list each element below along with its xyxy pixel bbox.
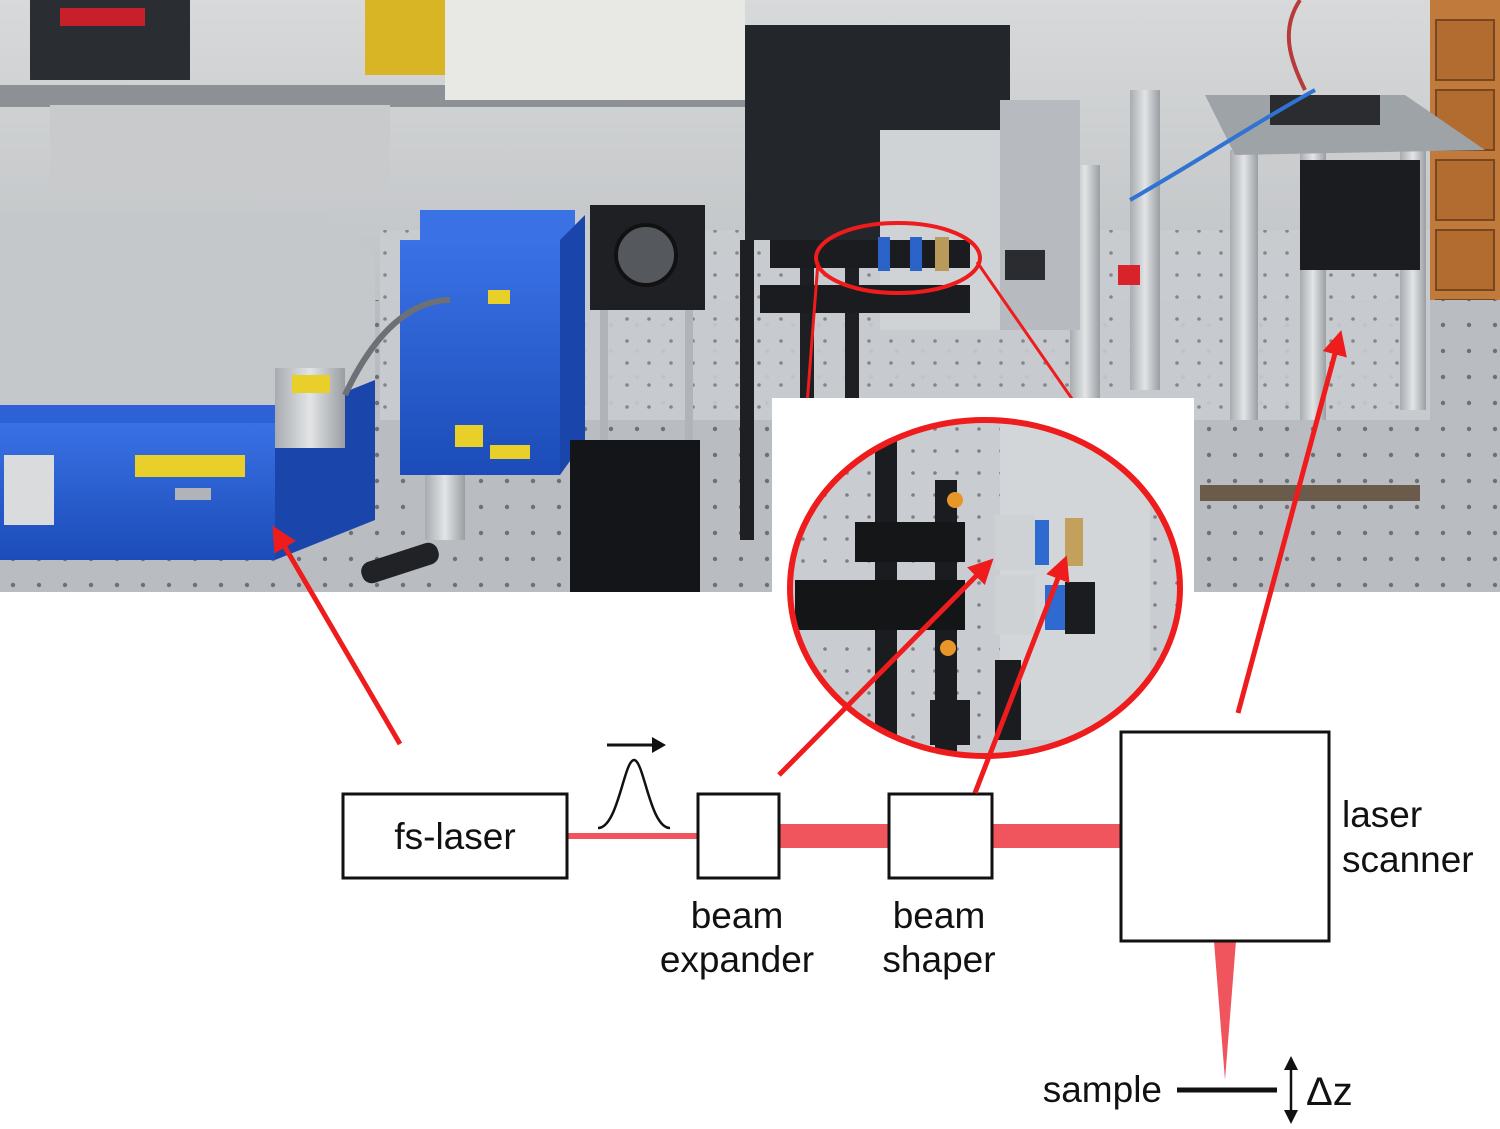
fibre-cable — [342, 297, 451, 397]
yellow-unit — [365, 0, 445, 75]
inset-border — [787, 417, 1183, 759]
vent-grille — [4, 455, 54, 525]
compressor-label-c — [490, 445, 530, 459]
lens-blue-1 — [878, 237, 890, 271]
post-1 — [740, 240, 754, 540]
red-label — [60, 8, 145, 26]
pulse-icon — [597, 737, 671, 830]
inset-mount-upper — [995, 515, 1035, 570]
white-instrument — [445, 0, 745, 100]
arrow-to-beam-expander — [777, 558, 994, 777]
sample-label: sample — [1043, 1069, 1162, 1110]
laser-scanner-label-line1: laser — [1342, 794, 1422, 835]
red-valve — [1118, 265, 1140, 285]
beam-shaper-label-line1: beam — [893, 895, 986, 936]
arrow-to-fs-laser — [272, 525, 403, 746]
laser-scanner-box — [1119, 730, 1331, 943]
dz-arrow-head-up — [1284, 1056, 1298, 1070]
warning-label-2 — [175, 488, 211, 500]
inset-lens-brass — [1065, 518, 1083, 566]
mirror-mount — [1005, 250, 1045, 280]
compressor-label-b — [455, 425, 483, 447]
laser-scanner-label-line2: scanner — [1342, 839, 1474, 880]
rail-2 — [685, 240, 693, 560]
inset-mount-lower — [995, 575, 1035, 635]
pulse-direction-arrow-head — [652, 737, 666, 753]
rail-1 — [600, 240, 608, 560]
lens-brass — [935, 237, 949, 271]
dz-arrow-icon — [1284, 1056, 1298, 1124]
beam-shaper-label-line2: shaper — [882, 939, 995, 980]
compressor-post — [425, 475, 465, 540]
fs-laser-label: fs-laser — [394, 816, 515, 857]
focused-beam — [1214, 941, 1236, 1080]
red-cable — [1286, 0, 1307, 91]
arrow-to-beam-shaper — [972, 555, 1070, 794]
drawer-4 — [1435, 229, 1495, 291]
compressor-label-a — [488, 290, 510, 304]
blue-cable — [1129, 88, 1316, 202]
inset-tube-lower — [795, 580, 965, 630]
base-rail — [1200, 485, 1420, 501]
frame-post-c — [1230, 150, 1258, 420]
beam-shaper-box — [887, 792, 994, 880]
inset-knob-1 — [947, 492, 963, 508]
lens-blue-2 — [910, 237, 922, 271]
beam-wide-1 — [779, 824, 889, 848]
inset-mount-base-1 — [930, 700, 970, 745]
compressor-side — [560, 215, 585, 475]
dz-arrow-head-down — [1284, 1110, 1298, 1124]
output-warning-label — [292, 375, 330, 393]
grey-controller — [50, 105, 390, 185]
beam-thin — [567, 833, 698, 839]
beam-expander-label-line1: beam — [691, 895, 784, 936]
cube-aperture — [614, 223, 678, 287]
schematic: fs-laser beam expander beam shaper laser… — [341, 730, 1474, 1124]
gaussian-pulse — [597, 758, 671, 830]
lab-photo — [0, 0, 1500, 592]
beam-wide-2 — [992, 824, 1121, 848]
post-clamp-handle — [361, 542, 439, 584]
fs-laser-box — [341, 792, 569, 880]
scanner-head — [1300, 160, 1420, 270]
inset-lens-black — [1065, 582, 1095, 634]
compressor-top — [420, 210, 575, 240]
inset-tube-upper — [855, 522, 965, 562]
drawer-3 — [1435, 159, 1495, 221]
vertical-plate — [1000, 100, 1080, 330]
scanner-mount — [1270, 95, 1380, 125]
highlight-ellipse — [814, 221, 982, 295]
laser-head-rim — [0, 405, 278, 423]
arrow-to-laser-scanner — [1235, 330, 1347, 714]
inset-lens-blue-1 — [1035, 520, 1049, 565]
beam-expander-label-line2: expander — [660, 939, 814, 980]
frame-post-b — [1130, 90, 1160, 390]
drawer-1 — [1435, 19, 1495, 81]
beam-expander-box — [696, 792, 781, 880]
inset-knob-2 — [940, 640, 956, 656]
pointer-arrows — [272, 330, 1347, 794]
warning-label-1 — [135, 455, 245, 477]
delta-z-label: Δz — [1306, 1070, 1353, 1114]
beam-dump-plate — [570, 440, 700, 592]
